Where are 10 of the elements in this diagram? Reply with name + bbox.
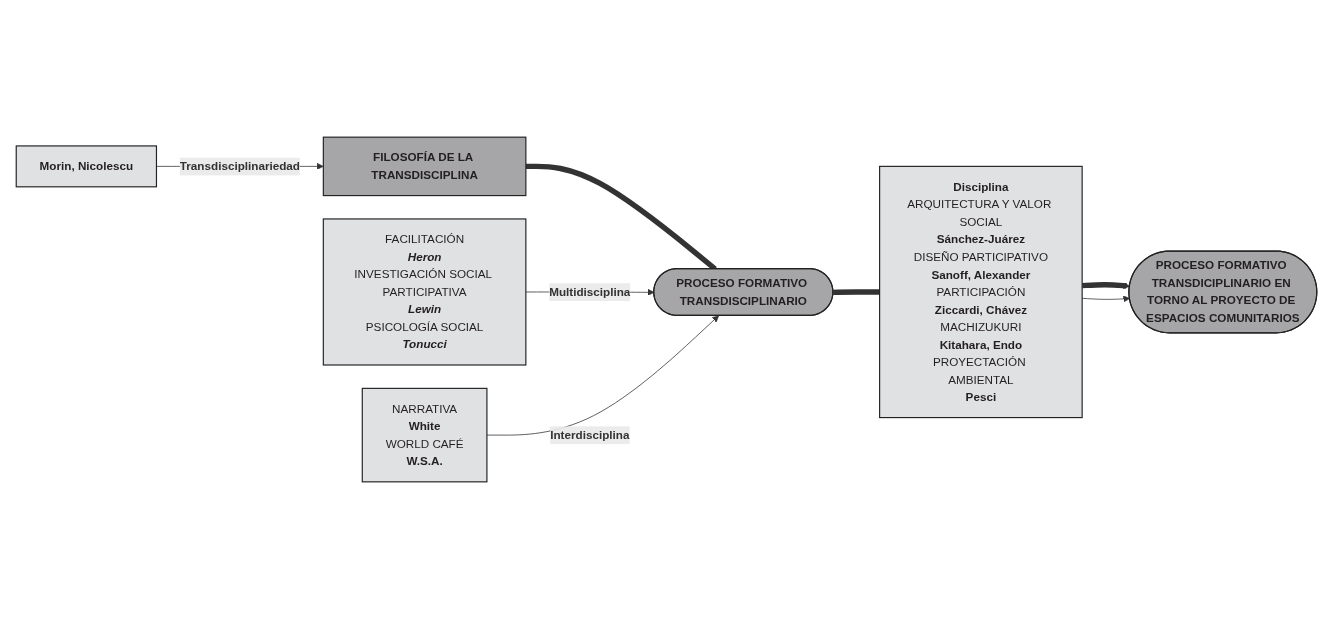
node-box: NARRATIVA White WORLD CAFÉ W.S.A. [361, 387, 488, 483]
node-box: Morin, Nicolescu [15, 145, 158, 188]
connector [833, 289, 880, 296]
edge-label: Multidisciplina [549, 284, 631, 299]
edge-label: Transdisciplinariedad [179, 159, 300, 173]
node-box: FILOSOFÍA DE LA TRANSDISCIPLINA [322, 136, 527, 197]
node-box: FACILITACIÓN Heron INVESTIGACIÓN SOCIAL PARTICIPATIVA Lewin PSICOLOGÍA SOCIAL Tonucci [322, 218, 527, 366]
node-box: Disciplina ARQUITECTURA Y VALOR SOCIAL Sánchez-Juárez DISEÑO PARTICIPATIVO Sanoff, Alexander PARTICIPACIÓN Ziccardi, Chávez MACHIZUKURI Kitahara, Endo PROYECTACIÓN AMBIENTAL Pesci [879, 165, 1083, 419]
arrow [1082, 282, 1131, 290]
edge-label: Interdisciplina [550, 427, 630, 442]
